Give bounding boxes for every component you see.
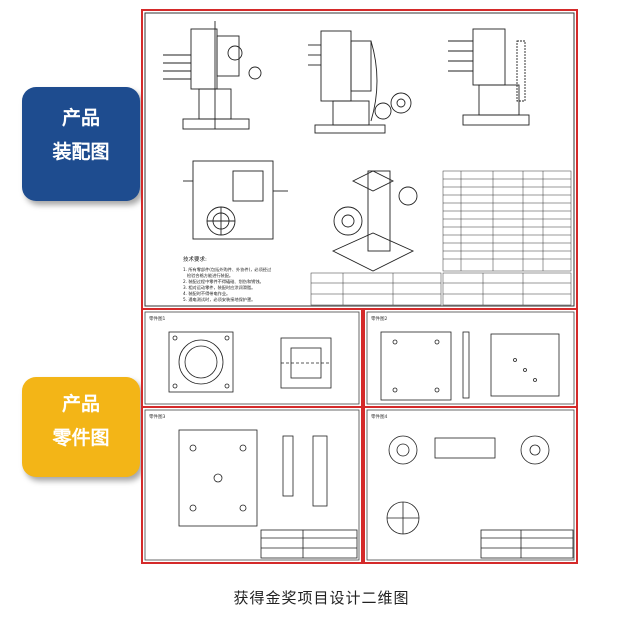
note-line-2: 检验合格方能进行装配。 bbox=[187, 272, 233, 279]
parts-label-line2: 零件图 bbox=[52, 427, 110, 449]
note-line-5: 4. 装配时不得带电作业。 bbox=[183, 290, 230, 297]
sheet-tag-3: 零件图3 bbox=[149, 413, 165, 420]
image-caption: 获得金奖项目设计二维图 bbox=[233, 589, 410, 607]
part-drawing-label: 产品 零件图 bbox=[22, 377, 140, 477]
assembly-label-line1: 产品 bbox=[61, 107, 100, 129]
part-drawing-frame-1: 零件图1 bbox=[141, 308, 363, 408]
part-drawing-1: 零件图1 bbox=[144, 311, 360, 405]
part-drawing-2: 零件图2 bbox=[366, 311, 575, 405]
sheet-tag-2: 零件图2 bbox=[371, 315, 387, 322]
assembly-drawing-label: 产品 装配图 bbox=[22, 87, 140, 201]
note-line-3: 2. 装配过程中零件不得磕碰、划伤和锈蚀。 bbox=[183, 278, 264, 285]
notes-title: 技术要求: bbox=[183, 255, 207, 263]
sheet-tag-1: 零件图1 bbox=[149, 315, 165, 322]
assembly-drawing-frame: 技术要求: 1. 所有零部件(包括外购件、外协件)，必须经过 检验合格方能进行装… bbox=[141, 9, 578, 310]
parts-label-line1: 产品 bbox=[61, 393, 100, 415]
note-line-1: 1. 所有零部件(包括外购件、外协件)，必须经过 bbox=[183, 266, 272, 273]
part-drawing-frame-3: 零件图3 bbox=[141, 406, 363, 564]
note-line-6: 5. 通电测试时，必须安装接地保护罩。 bbox=[183, 296, 255, 303]
assembly-drawing-image: 技术要求: 1. 所有零部件(包括外购件、外协件)，必须经过 检验合格方能进行装… bbox=[144, 12, 575, 307]
note-line-4: 3. 相对运动零件，装配时应涂润滑脂。 bbox=[183, 284, 255, 291]
part-drawing-3: 零件图3 bbox=[144, 409, 360, 561]
part-drawing-frame-4: 零件图4 bbox=[363, 406, 578, 564]
part-drawing-frame-2: 零件图2 bbox=[363, 308, 578, 408]
part-drawing-4: 零件图4 bbox=[366, 409, 575, 561]
assembly-label-line2: 装配图 bbox=[52, 141, 110, 163]
sheet-tag-4: 零件图4 bbox=[371, 413, 387, 420]
